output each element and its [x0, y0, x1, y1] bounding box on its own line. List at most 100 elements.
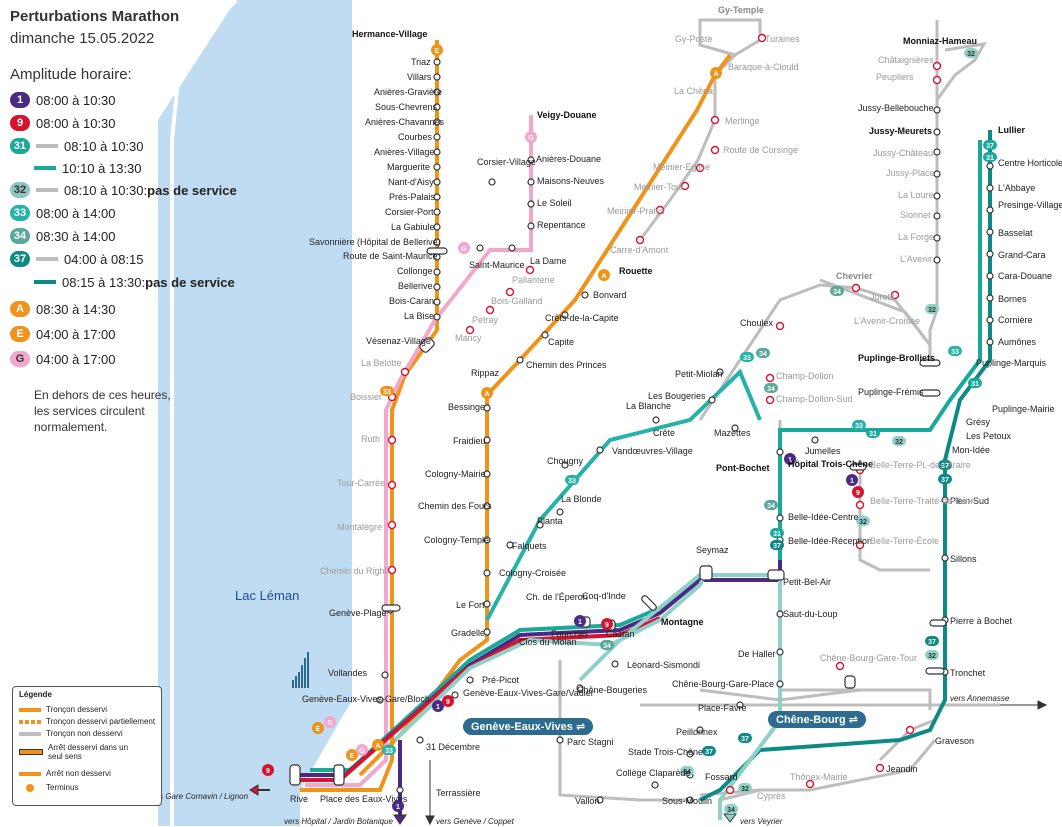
stop-label-east[interactable]: Lullier — [998, 125, 1026, 135]
stop-label-center[interactable]: Sous-Moulin — [662, 796, 713, 806]
stop-label-e_line[interactable]: Hermance-Village — [352, 29, 428, 39]
stop-label-g_line[interactable]: Corsier-Village — [477, 157, 536, 167]
stop-label-east[interactable]: Jussy-Place — [886, 168, 935, 178]
stop-label-east[interactable]: Châtaignières — [878, 55, 934, 65]
stop-label-east[interactable]: Puplinge-Marquis — [976, 358, 1047, 368]
stop-label-east[interactable]: L'Avenir-Croisée — [854, 316, 921, 326]
stop-label-a_line[interactable]: Meinier-Tour — [634, 182, 685, 192]
stop-label-center[interactable]: Collège Claparède — [616, 768, 691, 778]
stop-label-east[interactable]: Bornes — [998, 294, 1027, 304]
stop-label-e_line[interactable]: Triaz — [411, 57, 431, 67]
stop-label-a_line[interactable]: Chemin des Fours — [418, 501, 492, 511]
stop-label-east[interactable]: Aumônes — [998, 337, 1037, 347]
stop-label-center[interactable]: Petit-Bel-Air — [783, 577, 832, 587]
stop-label-e_line[interactable]: Nant-d'Aisy — [388, 177, 434, 187]
stop-label-g_line[interactable]: La Dame — [530, 256, 567, 266]
stop-label-center[interactable]: Montagne — [661, 617, 704, 627]
stop-label-center[interactable]: La Blonde — [561, 494, 602, 504]
stop-label-g_grey[interactable]: Petray — [472, 315, 499, 325]
stop-label-east[interactable]: Monniaz-Hameau — [903, 36, 978, 46]
stop-label-center[interactable]: Clos du Mölan — [519, 637, 577, 647]
stop-label-a_line[interactable]: Cologny-Croisée — [499, 568, 567, 578]
stop-label-lake_grey[interactable]: Montalègre — [337, 522, 383, 532]
stop-label-a_line[interactable]: Baraque-à-Clould — [728, 62, 799, 72]
stop-label-east[interactable]: Centre Horticole — [998, 158, 1062, 168]
stop-label-east[interactable]: Jeandin — [886, 764, 918, 774]
hub-geneve-eaux-vives[interactable]: Genève-Eaux-Vives ⇌ — [463, 718, 594, 735]
stop-label-center[interactable]: Chêne-Bourg-Gare-Tour — [820, 653, 918, 663]
stop-label-a_line[interactable]: Crêts-de-la-Capite — [545, 313, 619, 323]
stop-label-center[interactable]: Vandœuvres-Village — [612, 446, 693, 456]
stop-label-center[interactable]: Mazettes — [714, 428, 751, 438]
stop-label-center[interactable]: Belle-Terre-Traité-de-Turin — [870, 496, 976, 506]
stop-label-east[interactable]: Graveson — [935, 736, 975, 746]
stop-label-e_line[interactable]: Route de Saint-Maurice — [343, 251, 438, 261]
stop-label-e_line[interactable]: La Bise — [404, 311, 435, 321]
stop-label-a_line[interactable]: Cologny-Temple — [424, 535, 490, 545]
stop-label-center[interactable]: Terrassière — [436, 788, 481, 798]
stop-label-center[interactable]: Planta — [537, 516, 563, 526]
stop-label-east[interactable]: Jussy-Château — [873, 148, 934, 158]
stop-label-e_line[interactable]: Anières-Village — [374, 147, 435, 157]
stop-label-center[interactable]: Genève-Eaux-Vives-Gare/Vadier — [463, 688, 594, 698]
stop-label-g_line[interactable]: Veigy-Douane — [537, 110, 597, 120]
stop-label-center[interactable]: Petit-Miolan — [675, 369, 723, 379]
stop-label-center[interactable]: Belle-Idée-Centre — [788, 512, 859, 522]
stop-label-east[interactable]: Cornière — [998, 315, 1033, 325]
stop-label-center[interactable]: Stade Trois-Chêne — [628, 747, 704, 757]
stop-label-center[interactable]: De Haller — [738, 649, 776, 659]
stop-label-center[interactable]: Hôpital Trois-Chêne — [788, 459, 874, 469]
stop-label-e_line[interactable]: Bellerive — [398, 281, 433, 291]
stop-label-east[interactable]: Grand-Cara — [998, 250, 1046, 260]
stop-label-a_line[interactable]: Meinier-Pralys — [607, 206, 665, 216]
stop-label-center[interactable]: Belle-Terre-Pl.-de-l'Araire — [870, 460, 971, 470]
stop-label-a_line[interactable]: Le Fort — [456, 600, 485, 610]
stop-label-east[interactable]: Mon-Idée — [952, 445, 991, 455]
stop-label-east[interactable]: Pierre à Bochet — [950, 616, 1013, 626]
stop-label-a_line[interactable]: Fraidieu — [453, 436, 486, 446]
stop-label-center[interactable]: Chêne-Bougeries — [577, 685, 648, 695]
stop-label-a_line[interactable]: Carre-d'Amont — [610, 245, 669, 255]
stop-label-e_line[interactable]: Anières-Gravière — [374, 87, 443, 97]
stop-label-east[interactable]: Puplinge-Brolliets — [858, 353, 936, 363]
stop-label-center[interactable]: Falquets — [512, 541, 547, 551]
stop-label-center[interactable]: Peillonnex — [676, 727, 718, 737]
stop-label-a_line[interactable]: La Chêna — [674, 86, 714, 96]
stop-label-lake_black[interactable]: Genève-Eaux-Vives-Gare/Bloch — [302, 694, 430, 704]
stop-label-e_line[interactable]: Sous-Chevrens — [375, 102, 438, 112]
stop-label-e_line[interactable]: Bois-Caran — [389, 296, 435, 306]
stop-label-center[interactable]: Belle-Terre-École — [870, 536, 940, 546]
stop-label-g_line[interactable]: Le Soleil — [537, 198, 572, 208]
stop-label-a_line[interactable]: Turaines — [765, 34, 800, 44]
stop-label-lake_black[interactable]: Genève-Plage — [329, 608, 387, 618]
stop-label-a_line[interactable]: Gy-Temple — [718, 5, 764, 15]
stop-label-east[interactable]: Sionnet — [900, 210, 931, 220]
stop-label-east[interactable]: Plein-Sud — [950, 496, 990, 506]
stop-label-east[interactable]: La Loure — [898, 190, 934, 200]
stop-label-center[interactable]: Jumelles — [805, 446, 841, 456]
stop-label-center[interactable]: Choulex — [740, 318, 774, 328]
stop-label-g_grey[interactable]: Pallanterie — [512, 275, 555, 285]
stop-label-a_line[interactable]: Chemin des Princes — [526, 360, 607, 370]
stop-label-e_line[interactable]: Prés-Palais — [389, 192, 436, 202]
stop-label-center[interactable]: Belle-Idée-Réception — [788, 536, 873, 546]
stop-label-center[interactable]: Léonard-Sismondi — [627, 660, 701, 670]
stop-label-a_line[interactable]: Cologny-Mairie — [425, 469, 486, 479]
stop-label-center[interactable]: Champ-Dollon — [776, 371, 834, 381]
stop-label-lake_grey[interactable]: Chemin du Righi — [320, 566, 387, 576]
stop-label-e_line[interactable]: Villars — [407, 72, 432, 82]
stop-label-center[interactable]: Vallon — [575, 796, 600, 806]
stop-label-center[interactable]: Fossard — [705, 772, 738, 782]
stop-label-a_line[interactable]: Merlinge — [725, 116, 760, 126]
stop-label-center[interactable]: Rive — [290, 794, 309, 804]
stop-label-center[interactable]: Champ-Dollon-Sud — [776, 394, 853, 404]
stop-label-center[interactable]: Saut-du-Loup — [783, 609, 838, 619]
stop-label-east[interactable]: Jurets — [870, 292, 895, 302]
stop-label-lake_grey[interactable]: Tour-Carrée — [337, 478, 386, 488]
stop-label-east[interactable]: Jussy-Meurets — [869, 126, 933, 136]
stop-label-east[interactable]: Cara-Douane — [998, 271, 1053, 281]
stop-label-g_line[interactable]: Repentance — [537, 220, 586, 230]
stop-label-east[interactable]: Basselat — [998, 228, 1033, 238]
stop-label-east[interactable]: La Forge — [898, 232, 935, 242]
stop-label-east[interactable]: Chevrier — [836, 271, 873, 281]
